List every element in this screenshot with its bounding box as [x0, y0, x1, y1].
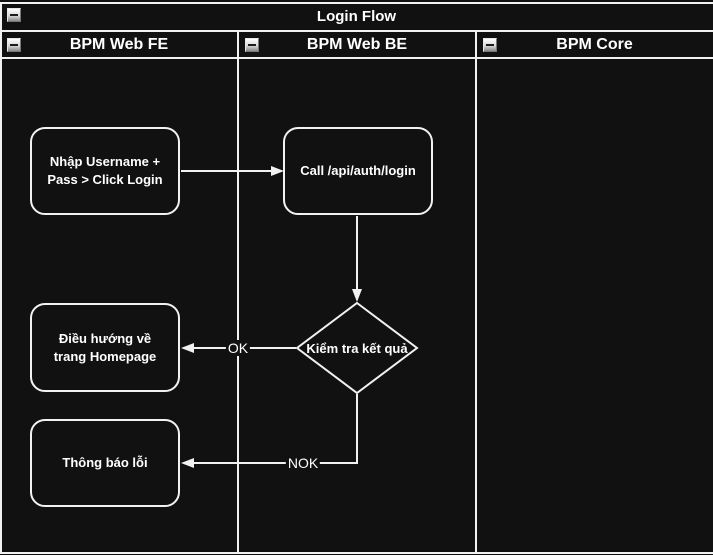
node-label: Call /api/auth/login	[300, 163, 416, 179]
minus-collapse-icon	[10, 44, 18, 46]
minus-collapse-icon	[248, 44, 256, 46]
node-label: Thông báo lỗi	[62, 455, 148, 471]
edge-nok-to-error[interactable]	[181, 394, 358, 468]
lane-header-bpm-core: BPM Core	[476, 31, 713, 58]
lane-header-divider	[0, 57, 713, 59]
pool-border-top	[0, 2, 713, 4]
lane-title: BPM Core	[556, 35, 633, 53]
node-label: Kiểm tra kết quả	[306, 340, 408, 356]
lane-title: BPM Web BE	[306, 35, 408, 53]
minus-collapse-icon	[486, 44, 494, 46]
node-redirect-homepage[interactable]: Điều hướng về trang Homepage	[30, 303, 180, 392]
edge-label-ok[interactable]: OK	[225, 340, 251, 356]
pool-title-divider	[0, 30, 713, 32]
node-label: Nhập Username + Pass > Click Login	[47, 154, 163, 187]
pool-title: Login Flow	[316, 7, 397, 25]
edge-enter-to-call[interactable]	[181, 166, 284, 176]
edge-label-nok[interactable]: NOK	[285, 455, 321, 471]
node-enter-credentials[interactable]: Nhập Username + Pass > Click Login	[30, 127, 180, 215]
lane-core-collapse-button[interactable]	[483, 38, 497, 52]
node-check-result-label[interactable]: Kiểm tra kết quả	[295, 303, 419, 393]
lane-be-collapse-button[interactable]	[245, 38, 259, 52]
node-call-login-api[interactable]: Call /api/auth/login	[283, 127, 433, 215]
pool-border-left	[0, 2, 2, 554]
edge-call-to-check[interactable]	[352, 216, 362, 302]
pool-collapse-button[interactable]	[7, 8, 21, 22]
lane-header-bpm-web-fe: BPM Web FE	[0, 31, 238, 58]
decision-diamond-shape[interactable]	[295, 301, 419, 395]
minus-collapse-icon	[10, 14, 18, 16]
lane-divider-2	[475, 31, 477, 552]
lane-header-bpm-web-be: BPM Web BE	[238, 31, 476, 58]
lane-fe-collapse-button[interactable]	[7, 38, 21, 52]
lane-divider-1	[237, 31, 239, 552]
node-show-error[interactable]: Thông báo lỗi	[30, 419, 180, 507]
pool-title-bar: Login Flow	[0, 2, 713, 30]
pool-border-bottom	[0, 552, 713, 554]
lane-title: BPM Web FE	[69, 35, 169, 53]
node-label: Điều hướng về trang Homepage	[53, 330, 157, 364]
